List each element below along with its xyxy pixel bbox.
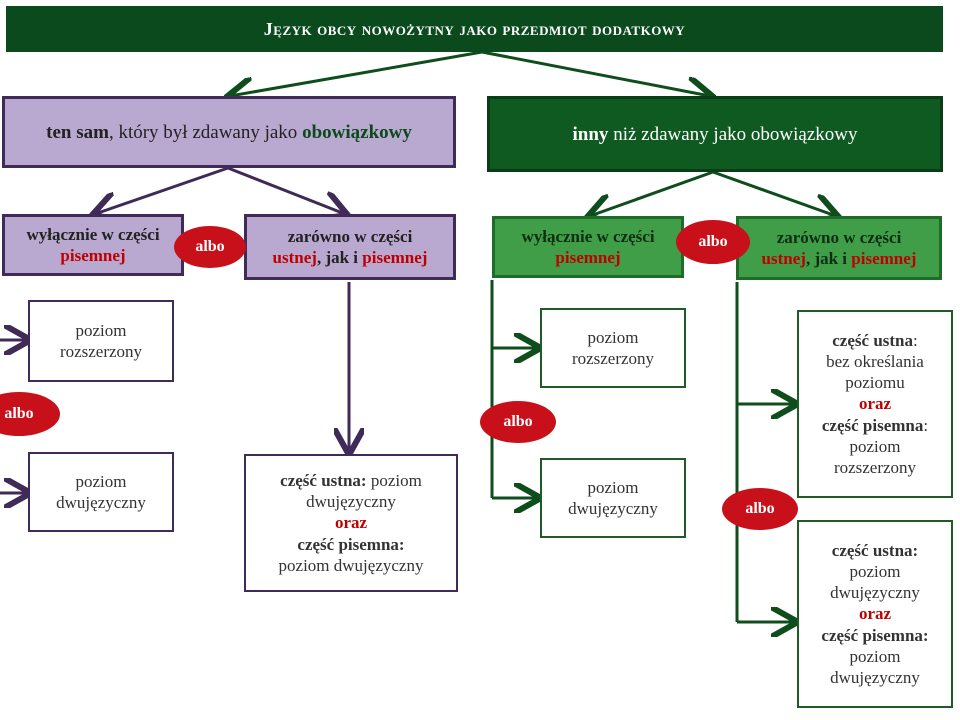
right-level2-line1: poziom (587, 477, 639, 497)
right-written-only-line1: wyłącznie w części (521, 226, 655, 246)
rc2-and: oraz (858, 604, 892, 624)
rc1-oral-label: część ustna (832, 330, 913, 350)
rc1-and: oraz (858, 394, 892, 414)
other-mid: niż zdawany jako obowiązkowy (608, 124, 858, 145)
diagram-title: Język obcy nowożytny jako przedmiot doda… (6, 6, 943, 52)
left-both-mid: , jak i (316, 248, 363, 267)
albo-oval-right-mid: albo (480, 401, 556, 443)
right-level1-line2: rozszerzony (571, 349, 655, 368)
rc2-oral-label: część ustna: (831, 540, 919, 560)
left-both-written: pisemnej (362, 248, 428, 267)
rc2-w2: dwujęzyczny (830, 668, 920, 688)
right-combo-extended-box: część ustna: bez określania poziomu oraz… (797, 310, 953, 498)
rc2-written-label: część pisemna: (821, 625, 929, 645)
right-level2-line2: dwujęzyczny (568, 499, 658, 518)
rc2-o2: dwujęzyczny (830, 583, 920, 603)
same-label: ten sam (46, 122, 109, 143)
right-both-written: pisemnej (851, 249, 917, 268)
left-level2-line1: poziom (75, 471, 127, 491)
albo-text: albo (698, 233, 728, 250)
same-language-box: ten sam, który był zdawany jako obowiązk… (2, 96, 456, 168)
right-written-only-box: wyłącznie w części pisemnej (492, 216, 684, 278)
rc1-oral-2: poziomu (845, 373, 905, 393)
rc1-w1: poziom (849, 436, 901, 456)
albo-oval-right-bottom: albo (722, 488, 798, 530)
left-level2-line2: dwujęzyczny (56, 493, 146, 512)
left-combo-oral-level2: dwujęzyczny (306, 492, 396, 512)
right-both-line1: zarówno w części (776, 227, 902, 247)
rc1-colon2: : (923, 415, 929, 435)
albo-text: albo (503, 413, 533, 430)
albo-oval-top-right: albo (676, 220, 750, 264)
left-level-bilingual-box: poziom dwujęzyczny (28, 452, 174, 532)
right-combo-bilingual-box: część ustna: poziom dwujęzyczny oraz czę… (797, 520, 953, 708)
left-written-only-box: wyłącznie w części pisemnej (2, 214, 184, 276)
albo-oval-top-left: albo (174, 226, 246, 268)
left-combo-written-label: część pisemna: (297, 534, 405, 554)
mandatory-label: obowiązkowy (302, 122, 412, 143)
rc1-oral-1: bez określania (826, 351, 924, 371)
left-written-only-line1: wyłącznie w części (26, 224, 160, 244)
left-combo-box: część ustna: poziom dwujęzyczny oraz czę… (244, 454, 458, 592)
rc1-written-label: część pisemna (821, 415, 924, 435)
albo-text: albo (195, 238, 225, 255)
left-level1-line1: poziom (75, 320, 127, 340)
left-level1-line2: rozszerzony (59, 342, 143, 361)
rc1-colon: : (913, 330, 918, 350)
right-written-only-line2: pisemnej (555, 248, 621, 267)
left-level-extended-box: poziom rozszerzony (28, 300, 174, 382)
same-mid: , który był zdawany jako (108, 122, 303, 143)
albo-text: albo (745, 500, 775, 517)
right-both-oral: ustnej (761, 249, 806, 268)
right-both-mid: , jak i (805, 249, 852, 268)
rc2-w1: poziom (849, 646, 901, 666)
rc1-w2: rozszerzony (833, 458, 917, 478)
right-level-extended-box: poziom rozszerzony (540, 308, 686, 388)
left-combo-and: oraz (334, 513, 368, 533)
rc2-o1: poziom (849, 561, 901, 581)
left-combo-oral-label: część ustna: (280, 470, 367, 490)
right-level-bilingual-box: poziom dwujęzyczny (540, 458, 686, 538)
right-level1-line1: poziom (587, 327, 639, 347)
left-both-parts-box: zarówno w części ustnej, jak i pisemnej (244, 214, 456, 280)
left-combo-oral-level: poziom (366, 470, 422, 490)
albo-text: albo (4, 405, 34, 422)
left-both-oral: ustnej (272, 248, 317, 267)
other-language-box: inny niż zdawany jako obowiązkowy (487, 96, 943, 172)
other-label: inny (572, 124, 609, 145)
left-written-only-line2: pisemnej (60, 246, 126, 265)
right-both-parts-box: zarówno w części ustnej, jak i pisemnej (736, 216, 942, 280)
left-combo-written-level: poziom dwujęzyczny (278, 555, 424, 575)
left-both-line1: zarówno w części (287, 226, 413, 246)
title-text: Język obcy nowożytny jako przedmiot doda… (263, 18, 686, 39)
